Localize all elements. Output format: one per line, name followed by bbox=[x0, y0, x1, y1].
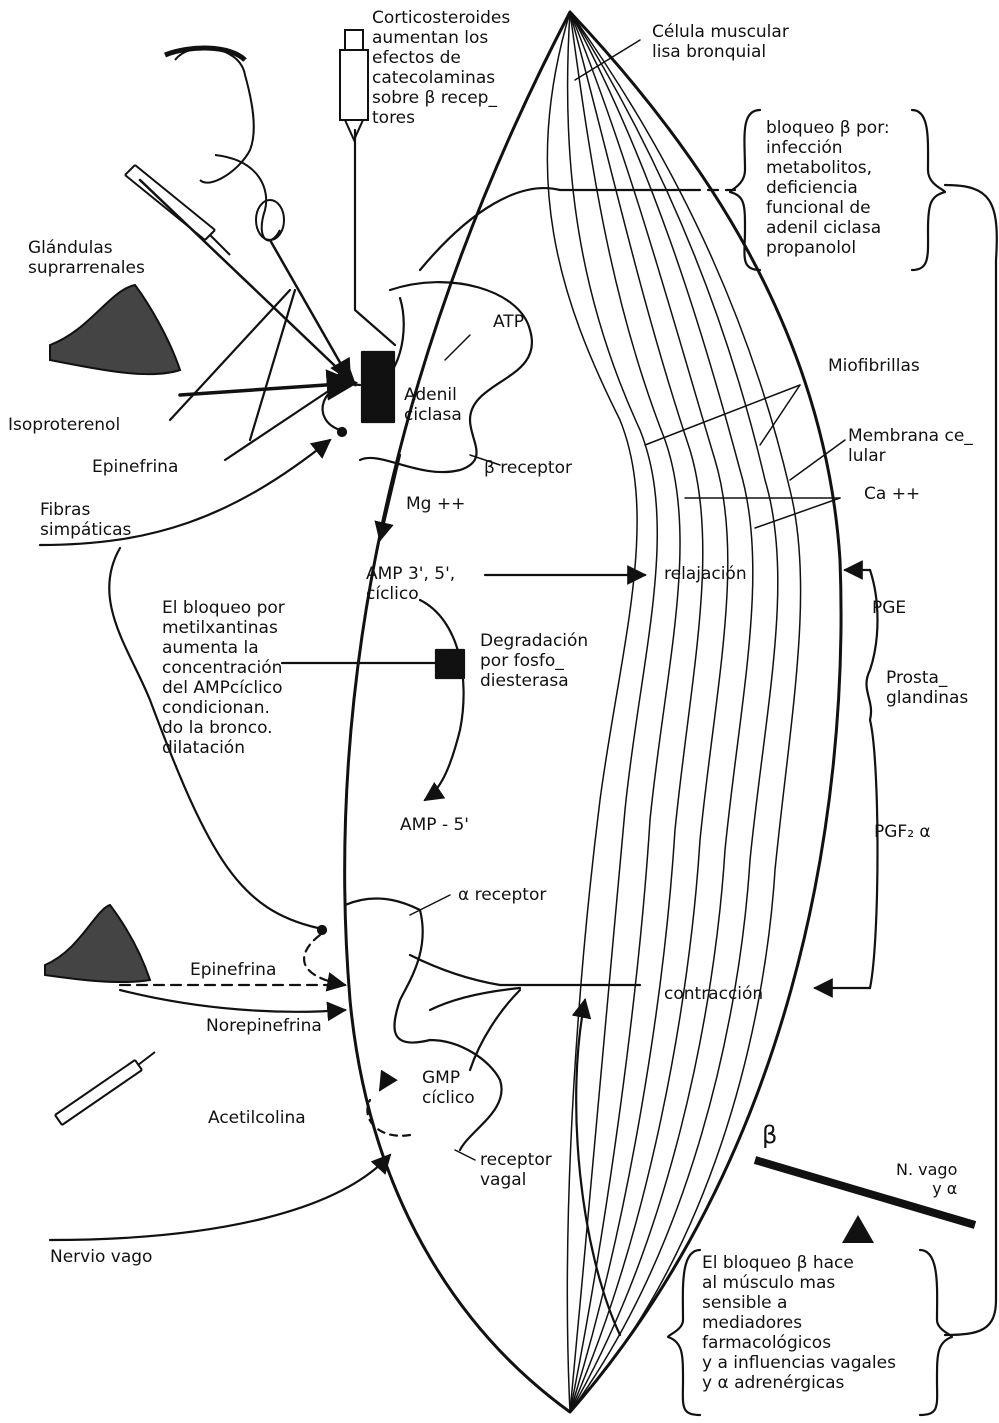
label-beta-receptor: β receptor bbox=[484, 458, 572, 478]
label-pge: PGE bbox=[872, 598, 906, 618]
dropper-icon bbox=[340, 30, 368, 140]
label-degradacion: Degradación por fosfo_ diesterasa bbox=[480, 631, 588, 691]
label-relajacion: relajación bbox=[664, 564, 747, 584]
label-nervio-vago: Nervio vago bbox=[50, 1247, 152, 1267]
person-inhaler-icon bbox=[165, 48, 284, 240]
adrenal-gland-icon-top bbox=[50, 285, 180, 374]
label-bloqueo-sensible: El bloqueo β hace al músculo mas sensibl… bbox=[702, 1253, 896, 1393]
label-metilxantinas: El bloqueo por metilxantinas aumenta la … bbox=[162, 598, 285, 758]
label-glandulas: Glándulas suprarrenales bbox=[28, 238, 145, 278]
label-alfa-receptor: α receptor bbox=[458, 885, 546, 905]
label-atp: ATP bbox=[493, 312, 524, 332]
label-epinefrina-bottom: Epinefrina bbox=[190, 960, 276, 980]
label-prostaglandinas: Prosta_ glandinas bbox=[886, 668, 968, 708]
label-celula-muscular: Célula muscular lisa bronquial bbox=[652, 22, 789, 62]
label-corticosteroides: Corticosteroides aumentan los efectos de… bbox=[372, 8, 510, 128]
label-amp-ciclico: AMP 3', 5', cíclico bbox=[366, 564, 455, 604]
label-bloqueo-beta: bloqueo β por: infección metabolitos, de… bbox=[766, 118, 890, 258]
adrenal-gland-icon-bottom bbox=[45, 905, 150, 982]
label-adenil-ciclasa: Adenil ciclasa bbox=[404, 385, 462, 425]
label-acetilcolina: Acetilcolina bbox=[208, 1108, 306, 1128]
label-miofibrillas: Miofibrillas bbox=[828, 356, 920, 376]
label-receptor-vagal: receptor vagal bbox=[480, 1150, 552, 1190]
label-membrana: Membrana ce_ lular bbox=[848, 426, 973, 466]
label-amp5: AMP - 5' bbox=[400, 815, 469, 835]
label-pgf2alfa: PGF₂ α bbox=[874, 822, 931, 842]
label-epinefrina-top: Epinefrina bbox=[92, 457, 178, 477]
label-fibras-simpaticas: Fibras simpáticas bbox=[40, 500, 131, 540]
label-mg: Mg ++ bbox=[406, 494, 465, 514]
label-contraccion: contracción bbox=[664, 984, 763, 1004]
label-norepinefrina: Norepinefrina bbox=[206, 1016, 322, 1036]
label-ca: Ca ++ bbox=[864, 484, 920, 504]
label-gmp-ciclico: GMP cíclico bbox=[422, 1068, 475, 1108]
label-isoproterenol: Isoproterenol bbox=[8, 415, 120, 435]
label-nvago-alfa: N. vago y α bbox=[896, 1160, 957, 1198]
phosphodiesterase-block bbox=[436, 650, 464, 678]
balance-fulcrum bbox=[842, 1215, 874, 1243]
myofibrils bbox=[547, 12, 800, 1412]
syringe-icon-bottom bbox=[55, 1052, 155, 1125]
adenyl-cyclase-block bbox=[362, 352, 394, 422]
label-beta-balance: β bbox=[762, 1125, 777, 1145]
